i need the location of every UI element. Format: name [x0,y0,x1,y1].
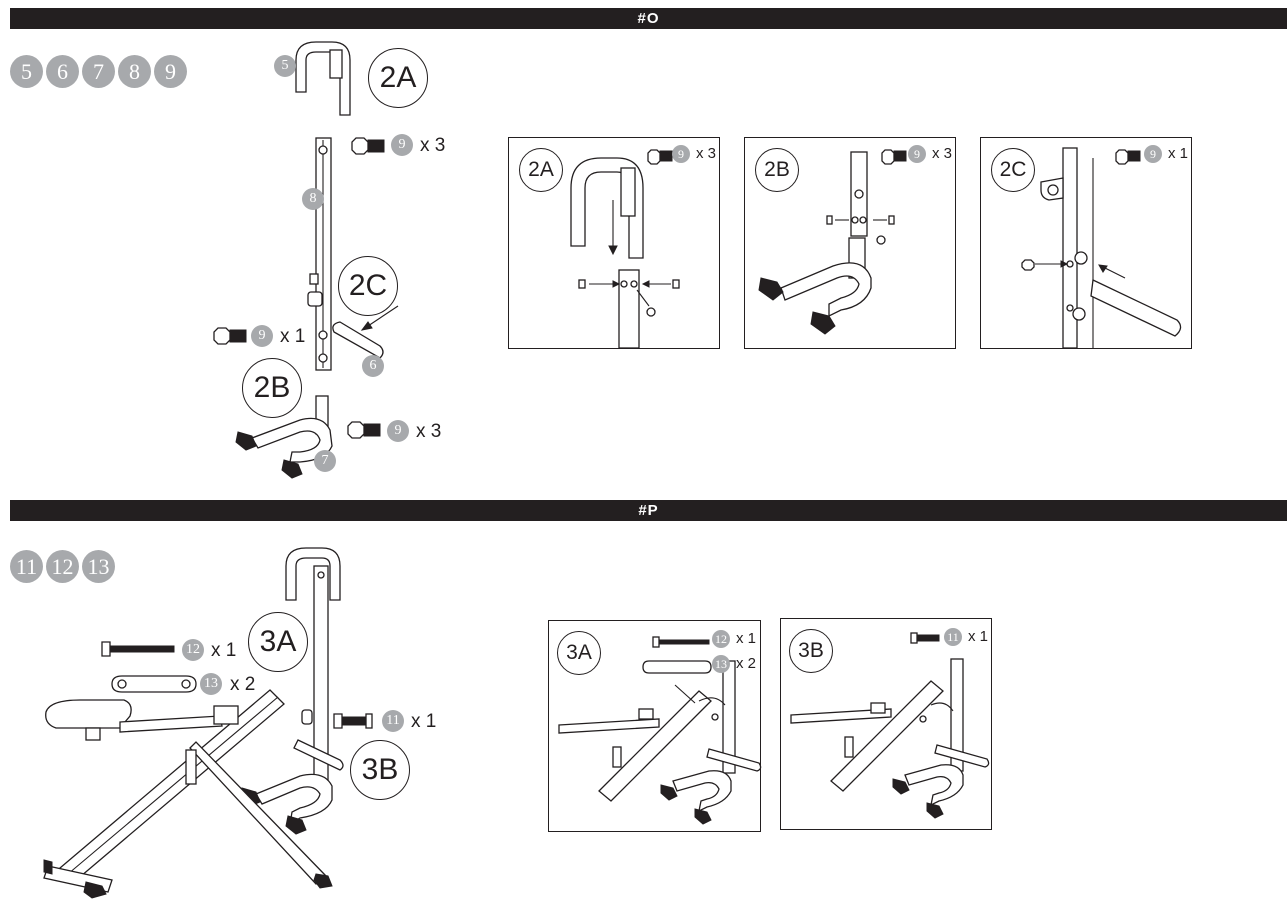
hardware-quantity: x 1 [411,711,437,732]
section-header-o: #O [10,8,1287,29]
part-list-p: 11 12 13 [10,550,115,583]
hardware-part-number: 13 [200,673,222,695]
detail-part-number: 11 [944,628,962,646]
detail-step-circle: 3B [789,629,833,673]
detail-part-number: 9 [908,145,926,163]
bolt-quantity: x 1 [280,326,306,347]
callout-part-5: 5 [274,55,296,77]
detail-step-circle: 2A [519,148,563,192]
part-number: 8 [118,55,151,88]
step-circle-2a: 2A [368,48,428,108]
part-number: 7 [82,55,115,88]
section-header-p: #P [10,500,1287,521]
detail-part-number: 9 [1144,145,1162,163]
detail-quantity: x 1 [968,628,989,645]
part-number: 5 [10,55,43,88]
part-number: 9 [154,55,187,88]
detail-panel-2a: 2A 9 x 3 [508,137,720,349]
bolt-part-number: 9 [251,325,273,347]
part-list-o: 5 6 7 8 9 [10,55,187,88]
part-number: 13 [82,550,115,583]
detail-quantity: x 3 [932,145,953,162]
callout-part-7: 7 [314,450,336,472]
hardware-part-number: 12 [182,639,204,661]
bolt-part-number: 9 [391,134,413,156]
bolt-quantity: x 3 [416,421,442,442]
detail-part-number: 12 [712,630,730,648]
detail-step-circle: 3A [557,631,601,675]
detail-panel-2b: 2B 9 x 3 [744,137,956,349]
detail-quantity: x 2 [736,655,757,672]
detail-quantity: x 1 [736,630,757,647]
step-circle-2b: 2B [242,358,302,418]
step-circle-2c: 2C [338,256,398,316]
callout-part-8: 8 [302,188,324,210]
step-circle-3b: 3B [350,740,410,800]
bolt-quantity: x 3 [420,135,446,156]
detail-panel-3a: 3A 12 x 1 13 x 2 [548,620,762,832]
hardware-quantity: x 2 [230,674,256,695]
callout-part-6: 6 [362,355,384,377]
part-number: 11 [10,550,43,583]
step-circle-3a: 3A [248,612,308,672]
part-number: 6 [46,55,79,88]
hardware-part-number: 11 [382,710,404,732]
part-number: 12 [46,550,79,583]
detail-part-number: 13 [712,655,730,673]
detail-panel-3b: 3B 11 x 1 [780,618,992,830]
detail-quantity: x 1 [1168,145,1189,162]
detail-step-circle: 2B [755,148,799,192]
bolt-part-number: 9 [387,420,409,442]
detail-part-number: 9 [672,145,690,163]
hardware-quantity: x 1 [211,640,237,661]
detail-panel-2c: 2C 9 x 1 [980,137,1192,349]
detail-quantity: x 3 [696,145,717,162]
detail-step-circle: 2C [991,148,1035,192]
